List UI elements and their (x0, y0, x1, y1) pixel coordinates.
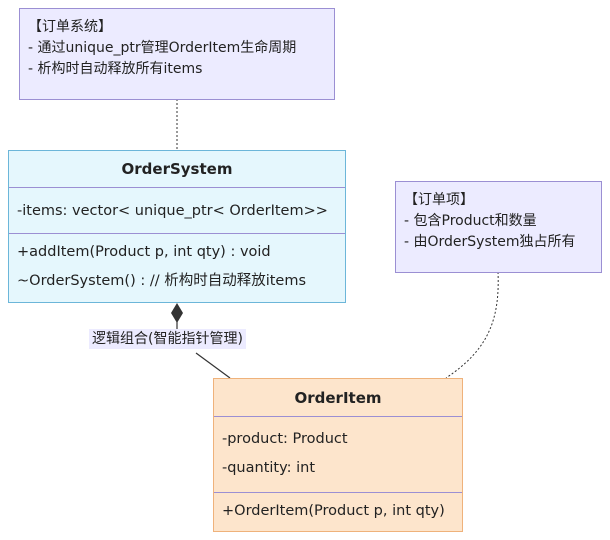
attribute: -quantity: int (222, 460, 316, 476)
method: +OrderItem(Product p, int qty) (222, 503, 445, 519)
note-line: - 由OrderSystem独占所有 (404, 234, 576, 250)
composition-diamond (171, 303, 183, 323)
note-line: - 析构时自动释放所有items (28, 61, 203, 77)
note-line: - 包含Product和数量 (404, 213, 537, 229)
note-line: - 通过unique_ptr管理OrderItem生命周期 (28, 40, 297, 56)
note-link-orderitem (445, 271, 499, 379)
method: +addItem(Product p, int qty) : void (17, 244, 271, 260)
note-title: 【订单项】 (404, 192, 474, 208)
class-attributes: -items: vector< unique_ptr< OrderItem>> (9, 188, 345, 234)
method: ~OrderSystem() : // 析构时自动释放items (17, 273, 307, 289)
note-order-system: 【订单系统】 - 通过unique_ptr管理OrderItem生命周期 - 析… (19, 8, 335, 100)
composition-label: 逻辑组合(智能指针管理) (89, 329, 246, 349)
class-attributes: -product: Product -quantity: int (214, 417, 462, 493)
class-methods: +OrderItem(Product p, int qty) (214, 493, 462, 530)
class-methods: +addItem(Product p, int qty) : void ~Ord… (9, 234, 345, 296)
class-ordersystem[interactable]: OrderSystem -items: vector< unique_ptr< … (8, 150, 346, 303)
class-orderitem[interactable]: OrderItem -product: Product -quantity: i… (213, 378, 463, 532)
attribute: -product: Product (222, 431, 348, 447)
class-name: OrderSystem (9, 151, 345, 188)
attribute: -items: vector< unique_ptr< OrderItem>> (17, 203, 328, 219)
note-order-item: 【订单项】 - 包含Product和数量 - 由OrderSystem独占所有 (395, 181, 602, 273)
class-name: OrderItem (214, 379, 462, 417)
composition-line-lower (195, 352, 231, 379)
note-title: 【订单系统】 (28, 19, 112, 35)
